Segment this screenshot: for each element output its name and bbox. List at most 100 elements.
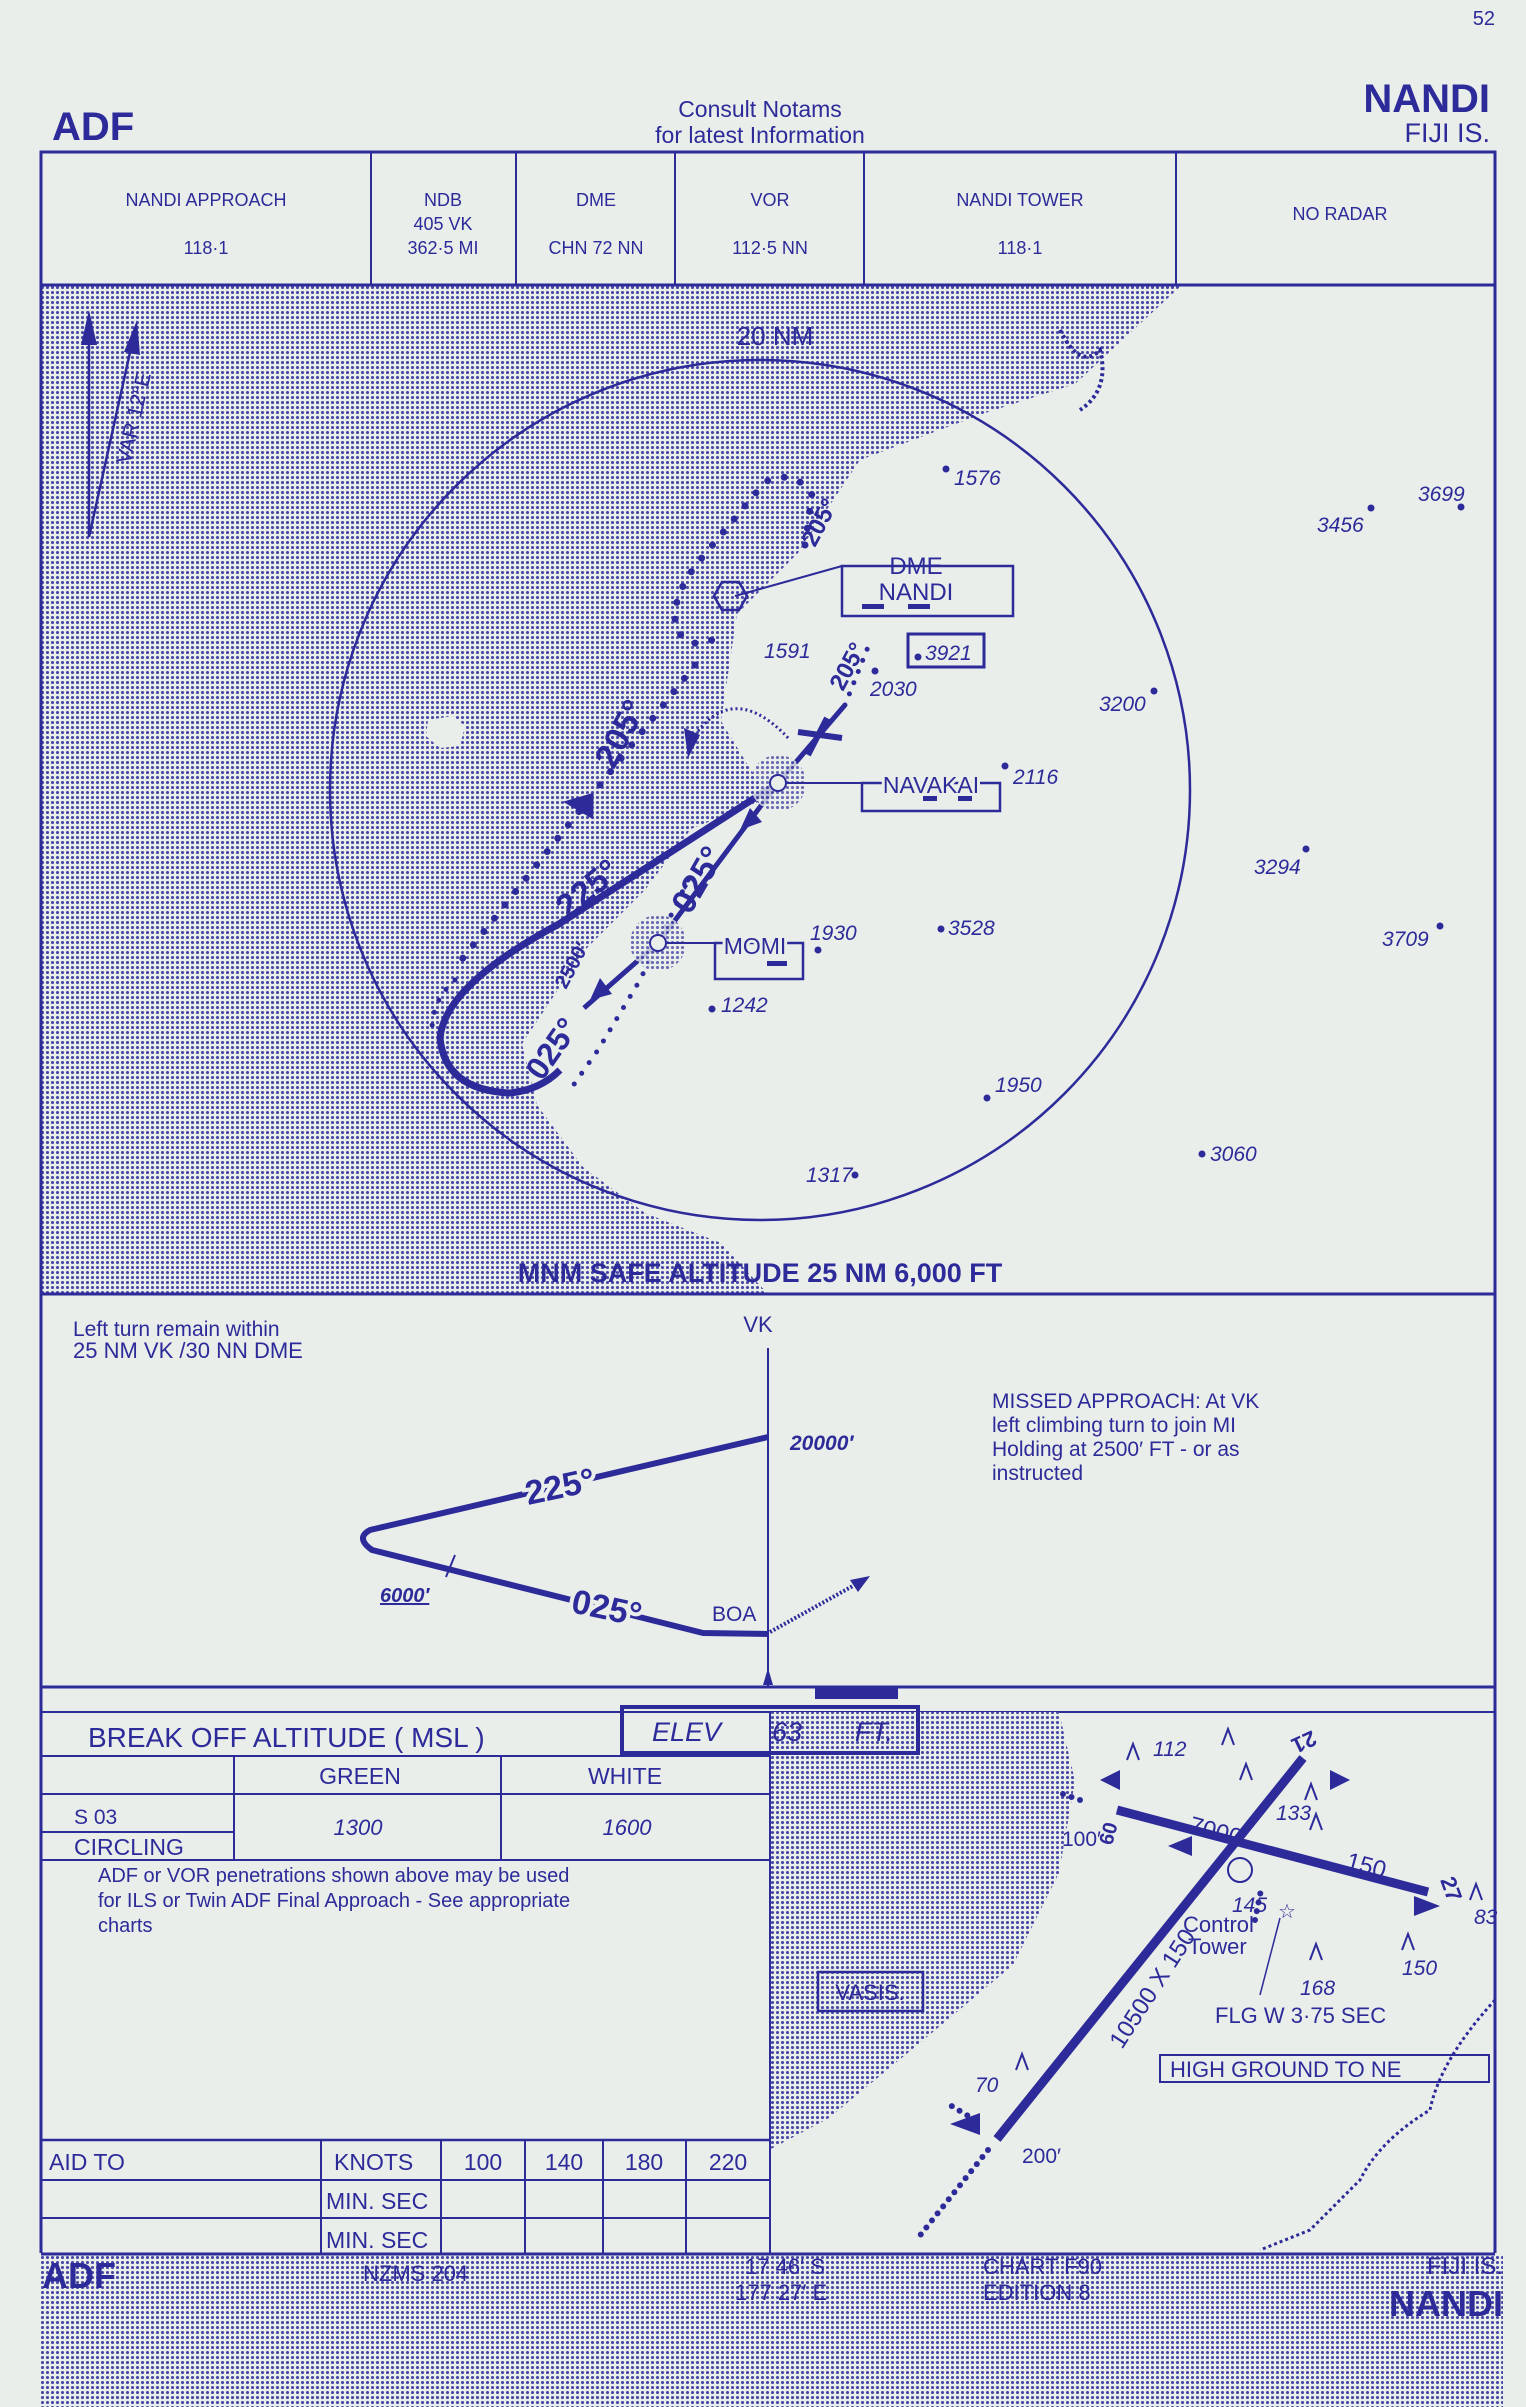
- aerodrome-reference-icon: [1227, 1857, 1253, 1883]
- comm-tower-freq: 118·1: [998, 238, 1043, 258]
- spot-height: 3456: [1317, 514, 1364, 537]
- elev-value: 63: [772, 1717, 802, 1747]
- range-ring-label: 20 NM: [737, 321, 814, 351]
- spot-height: 3709: [1382, 928, 1429, 951]
- missed-approach-text-3: Holding at 2500′ FT - or as: [992, 1438, 1240, 1461]
- elev-box-group: ELEV 63 FT.: [620, 1705, 920, 1755]
- obstacle-height: 168: [1300, 1977, 1335, 2000]
- comm-radar: NO RADAR: [1292, 204, 1387, 224]
- profile-track-025: 025°: [568, 1583, 645, 1635]
- fix-marker-icon: [763, 1668, 773, 1685]
- control-tower-label: Control: [1183, 1912, 1254, 1937]
- profile-note: Left turn remain within: [73, 1318, 280, 1341]
- dme-label: DME: [889, 553, 942, 580]
- coastline-inland: [1259, 1998, 1497, 2252]
- plan-view: 20 NM VAR 12°E DME NANDI NAVAKAI: [39, 283, 1497, 1296]
- runway-width: 150: [1343, 1848, 1389, 1884]
- spot-height: 3699: [1418, 483, 1465, 506]
- threshold-200: 200′: [1022, 2145, 1061, 2168]
- aid-to-label: AID TO: [49, 2149, 125, 2175]
- comms-table: NANDI APPROACH 118·1 NDB 405 VK 362·5 MI…: [39, 150, 1497, 287]
- dme-name: NANDI: [879, 579, 954, 606]
- speed-100: 100: [464, 2149, 502, 2175]
- runway-length: 7000: [1186, 1812, 1245, 1852]
- approach-lights: [915, 1790, 1265, 2241]
- footer-lon: 177 27′ E: [735, 2280, 827, 2305]
- break-off-table: BREAK OFF ALTITUDE ( MSL ) GREEN WHITE S…: [41, 1711, 1495, 2256]
- spot-heights: 1576 3699 3456 1591 2030 3200 2116 3294 …: [708, 465, 1465, 1187]
- navakai-label: NAVAKAI: [883, 772, 979, 798]
- spot-height: 1930: [810, 922, 857, 945]
- footer-airport: NANDI: [1389, 2283, 1503, 2324]
- break-off-note-3: charts: [98, 1915, 152, 1937]
- knots-label: KNOTS: [334, 2149, 413, 2175]
- spot-height: 3294: [1254, 856, 1301, 879]
- footer-map-ref: NZMS 204: [363, 2261, 468, 2286]
- col-green: GREEN: [319, 1763, 401, 1789]
- elev-unit: FT.: [855, 1717, 893, 1747]
- missed-approach-text-4: instructed: [992, 1462, 1083, 1485]
- row-circling: CIRCLING: [74, 1834, 184, 1860]
- spot-height: 1576: [954, 467, 1001, 490]
- profile-fix-vk: VK: [743, 1312, 773, 1337]
- min-sec-label-2: MIN. SEC: [326, 2227, 428, 2253]
- country-name: FIJI IS.: [1404, 118, 1490, 148]
- airport-name: NANDI: [1363, 77, 1490, 121]
- footer-country: FIJI IS.: [1427, 2253, 1503, 2280]
- threshold-arrow: [1100, 1770, 1120, 1790]
- obstacle-height: 83: [1474, 1906, 1498, 1929]
- island: [426, 716, 465, 748]
- elev-box: [620, 1705, 920, 1755]
- highest-terrain: 3921: [925, 642, 972, 665]
- dme-hexagon-icon: [712, 580, 749, 612]
- track-arrowhead-3: [740, 808, 762, 830]
- threshold-arrow-4: [1330, 1770, 1350, 1790]
- notam-notice-2: for latest Information: [655, 122, 865, 148]
- scale-bar: [815, 1687, 898, 1699]
- momi-label: MOMI: [724, 933, 787, 959]
- footer-chart: CHART F90: [983, 2254, 1102, 2279]
- comm-vor-freq: 112·5 NN: [732, 238, 808, 258]
- runway-03-21: [993, 1755, 1307, 2142]
- land-area: [522, 285, 1495, 1294]
- threshold-100: 100′: [1062, 1828, 1101, 1851]
- footer-edition: EDITION 8: [983, 2280, 1091, 2305]
- procedure-title: ADF: [52, 105, 134, 149]
- profile-note-2: 25 NM VK /30 NN DME: [73, 1338, 303, 1363]
- spot-height: 2116: [1012, 766, 1058, 789]
- inbound-track-225: [436, 780, 780, 1097]
- momi-label-box: [713, 941, 805, 981]
- threshold-arrow-5: [950, 2113, 980, 2135]
- break-off-note-2: for ILS or Twin ADF Final Approach - See…: [98, 1890, 570, 1912]
- missed-approach-text: MISSED APPROACH: At VK: [992, 1390, 1259, 1413]
- obstacle-height: 133: [1276, 1802, 1311, 1825]
- profile-boa: BOA: [712, 1603, 756, 1626]
- sea-area: [771, 1712, 1075, 2149]
- track-arrowhead: [562, 792, 594, 820]
- comm-dme: DME: [576, 190, 616, 210]
- spot-height: 1591: [764, 640, 811, 663]
- obstacle-height: 70: [975, 2074, 999, 2097]
- obstacle-height: 112: [1153, 1738, 1187, 1761]
- white-value: 1600: [603, 1815, 653, 1840]
- comm-ndb: NDB: [424, 190, 462, 210]
- threshold-arrow-3: [1414, 1896, 1440, 1916]
- elev-label: ELEV: [652, 1717, 724, 1747]
- comm-ndb-vk: 405 VK: [413, 214, 472, 234]
- missed-approach-text-2: left climbing turn to join MI: [992, 1414, 1236, 1437]
- runway-21-label: 21: [1288, 1725, 1321, 1758]
- profile-track: [360, 1434, 769, 1637]
- dme-label-box: [840, 564, 1015, 618]
- page-number: 52: [1473, 8, 1495, 30]
- comm-approach-freq: 118·1: [184, 238, 229, 258]
- footer: ADF NZMS 204 17 46′ S 177 27′ E CHART F9…: [41, 2252, 1503, 2407]
- profile-view: Left turn remain within 25 NM VK /30 NN …: [39, 1294, 1497, 2253]
- obstacle-icons: 112 133 145 168 150 83 70: [975, 1726, 1498, 2097]
- highest-terrain-box: [906, 632, 986, 669]
- profile-track-225: 225°: [522, 1461, 599, 1513]
- outbound-dotted-turn: [429, 877, 691, 1093]
- track-arrowhead-2: [590, 978, 612, 1000]
- min-sec-label: MIN. SEC: [326, 2188, 428, 2214]
- range-ring-20nm: [328, 358, 1192, 1222]
